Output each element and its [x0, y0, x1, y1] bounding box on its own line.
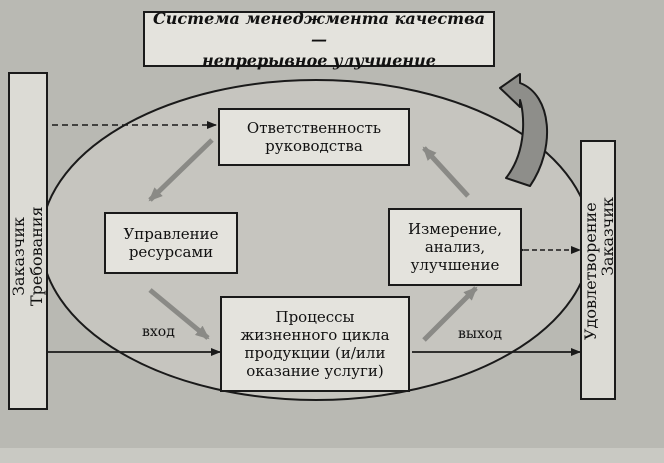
cycle-arrow-processes-to-measurement	[422, 286, 478, 342]
diagram-title-text: Система менеджмента качества — непрерывн…	[153, 8, 485, 70]
diagram-title: Система менеджмента качества — непрерывн…	[143, 9, 495, 70]
output-label: выход	[458, 326, 502, 342]
cycle-arrow-measurement-to-responsibility	[422, 146, 470, 198]
customer-satisfaction-bar	[580, 140, 616, 400]
customer-requirements-bar	[8, 72, 48, 410]
product-lifecycle-box: Процессы жизненного цикла продукции (и/и…	[220, 296, 410, 392]
resource-management-text: Управление ресурсами	[123, 225, 219, 261]
resource-management-box: Управление ресурсами	[104, 212, 238, 274]
measurement-analysis-box: Измерение, анализ, улучшение	[388, 208, 522, 286]
input-label: вход	[142, 324, 175, 340]
management-responsibility-box: Ответственность руководства	[218, 108, 410, 166]
left-bar-requirements-label: Требования	[27, 206, 46, 306]
caption-strip	[0, 448, 664, 463]
measurement-analysis-text: Измерение, анализ, улучшение	[408, 220, 502, 274]
cycle-arrow-resources-to-processes	[148, 288, 210, 340]
right-bar-customer-label: Заказчик	[598, 196, 617, 276]
left-bar-customer-label: Заказчик	[9, 216, 28, 296]
cycle-arrow-responsibility-to-resources	[148, 138, 214, 202]
management-responsibility-text: Ответственность руководства	[246, 119, 382, 155]
improvement-curved-arrow	[499, 73, 549, 187]
product-lifecycle-text: Процессы жизненного цикла продукции (и/и…	[240, 308, 390, 380]
